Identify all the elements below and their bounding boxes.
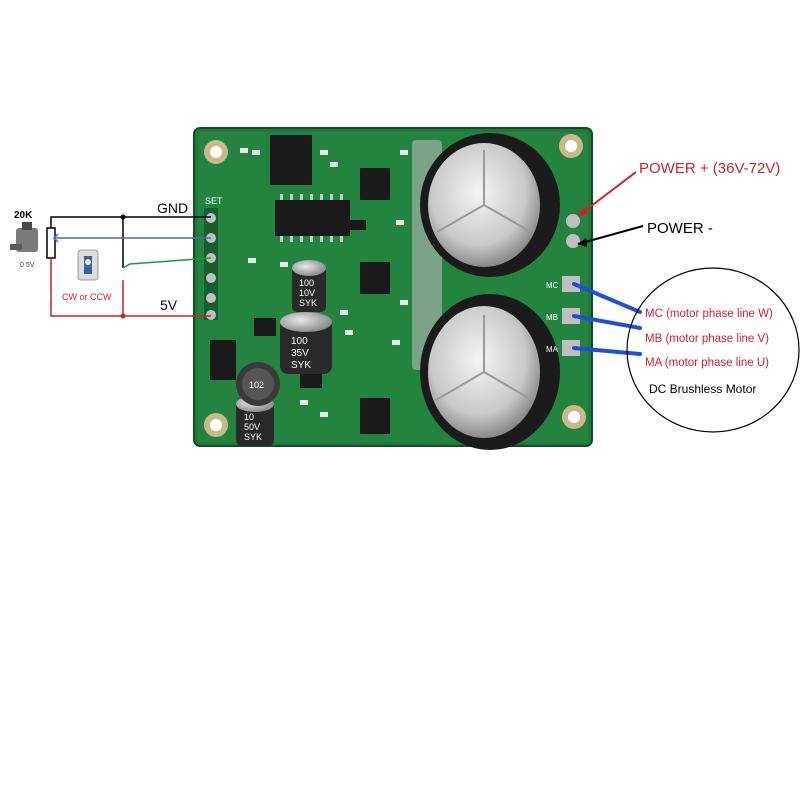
cap-c-line-3: SYK [244,432,262,442]
mosfet-driver-2 [360,262,390,294]
capacitor-100uf-35v [280,312,332,374]
phase-w-label: MC (motor phase line W) [645,308,773,320]
potentiometer-range: 0 5V [20,262,35,269]
potentiometer-value: 20K [14,210,33,221]
controller-ic [275,200,350,236]
phase-u-label: MA (motor phase line U) [645,357,769,369]
power-wires [577,171,644,247]
v5-label: 5V [160,297,178,313]
silk-ma: MA [546,345,559,354]
silk-mb: MB [546,313,558,322]
power-minus-arrow [577,225,644,245]
control-header [204,208,218,320]
cap-a-line-3: SYK [299,298,317,308]
regulator-ic [210,340,236,380]
direction-wire [122,257,212,269]
cap-c-line-1: 10 [244,412,254,422]
cap-c-line-2: 50V [244,422,260,432]
bulk-capacitor-bottom [420,294,560,450]
pcb-board: 100 10V SYK 100 35V SYK 10 50V SYK 102 S… [193,127,593,450]
power-minus-label: POWER - [647,220,713,237]
cap-a-line-1: 100 [299,278,314,288]
silk-header-label: SET [205,196,223,206]
capacitor-100uf-10v [292,260,326,312]
cap-a-line-2: 10V [299,288,315,298]
motor-terminals [562,276,580,356]
silk-mc: MC [546,281,559,290]
mosfet-driver-3 [360,398,390,434]
motor-label: DC Brushless Motor [649,382,757,396]
motor-outline [626,267,800,433]
bulk-capacitor-top [420,133,560,277]
wiring [50,214,212,319]
power-terminals [566,214,580,248]
cap-b-line-3: SYK [291,360,311,371]
phase-w-wire [572,282,642,314]
direction-switch-icon [77,249,99,281]
inductor [236,362,280,406]
power-plus-arrow [577,171,637,217]
power-plus-label: POWER + (36V-72V) [639,160,781,177]
v5-wire [50,258,211,317]
potentiometer-icon [10,222,56,259]
phase-v-wire [572,314,642,330]
motor-phase-wires [572,282,642,356]
cap-b-line-2: 35V [291,348,309,359]
driver-ic [270,135,312,185]
mosfet-driver-1 [360,168,390,200]
cap-b-line-1: 100 [291,336,308,347]
switch-label: CW or CCW [62,292,112,302]
gnd-wire [50,216,211,228]
gnd-label: GND [157,200,189,216]
phase-v-label: MB (motor phase line V) [645,333,769,345]
phase-u-wire [572,346,642,356]
inductor-label: 102 [249,380,264,390]
potentiometer-symbol [46,227,56,259]
